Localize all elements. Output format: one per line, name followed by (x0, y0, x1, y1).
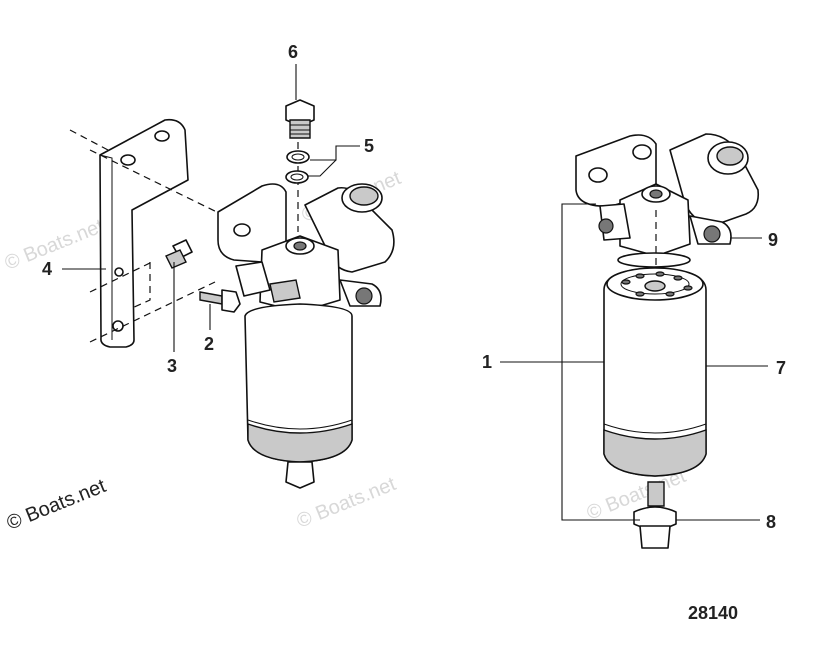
callout-1: 1 (482, 352, 492, 372)
callout-7: 7 (776, 358, 786, 378)
bolt-2 (199, 289, 241, 313)
callouts-left: 6 5 4 3 2 (42, 42, 374, 376)
seal-ring (617, 210, 691, 276)
callouts-right: 1 7 9 8 (482, 230, 786, 532)
fuel-filter-right (603, 267, 707, 477)
washers-5 (285, 150, 310, 184)
watermark-1: © Boats.net (2, 215, 108, 275)
callout-8: 8 (766, 512, 776, 532)
filter-head-right (575, 133, 760, 257)
diagram-number: 28140 (688, 603, 738, 623)
left-assembly: 6 5 4 3 2 (42, 42, 395, 489)
filter-head-left (217, 183, 395, 313)
right-assembly: 1 7 9 8 (482, 133, 786, 549)
banjo-bolt-6 (285, 99, 315, 139)
callout-2: 2 (204, 334, 214, 354)
fuel-filter-left (244, 303, 353, 489)
callout-4: 4 (42, 259, 52, 279)
callout-5: 5 (364, 136, 374, 156)
callout-3: 3 (167, 356, 177, 376)
callout-9: 9 (768, 230, 778, 250)
callout-6: 6 (288, 42, 298, 62)
watermark-main: © Boats.net (4, 475, 110, 535)
water-sensor-8 (633, 481, 677, 549)
bolt-3 (165, 239, 193, 269)
mounting-bracket (99, 118, 189, 348)
